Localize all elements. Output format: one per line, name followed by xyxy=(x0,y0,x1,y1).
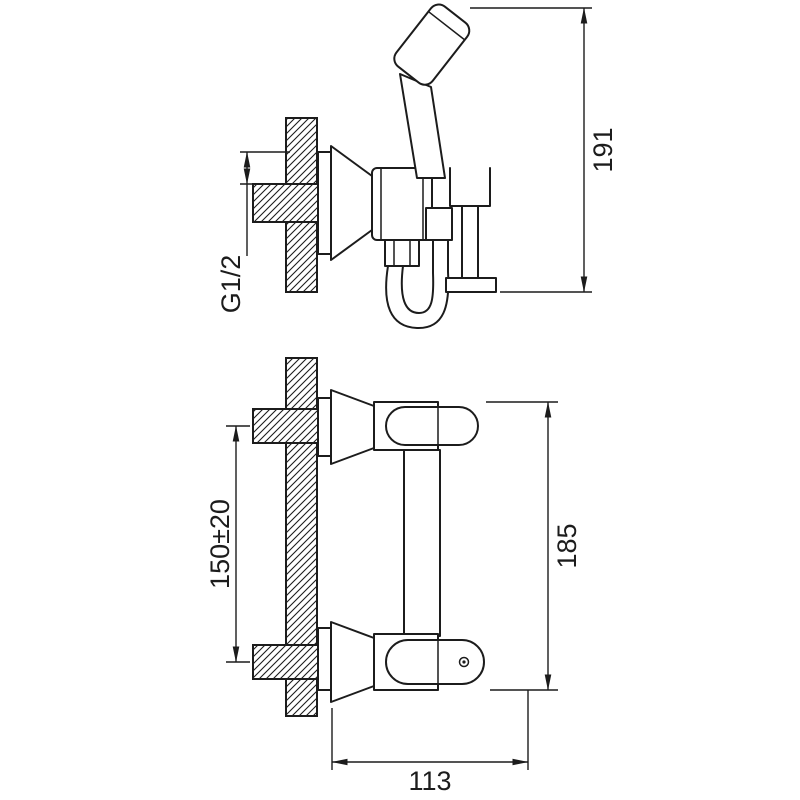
lower-handle xyxy=(385,639,485,685)
escutcheon-upper xyxy=(317,145,373,261)
holder-bracket xyxy=(445,167,497,293)
dim-label-mounting-distance: 150±20 xyxy=(205,499,235,589)
set-screw xyxy=(458,656,470,668)
dim-label-thread-size: G1/2 xyxy=(216,255,246,314)
dim-assembly-width: 113 xyxy=(331,690,529,796)
supply-pipe-bottom xyxy=(252,644,319,680)
sprayer xyxy=(393,3,471,179)
supply-pipe-top xyxy=(252,408,319,444)
front-view: 150±20 185 113 xyxy=(205,357,582,796)
dim-mounting-distance: 150±20 xyxy=(205,425,250,663)
dim-assembly-height: 185 xyxy=(486,401,582,691)
hose-nut xyxy=(384,239,420,267)
dim-overall-height: 191 xyxy=(470,7,618,293)
upper-handle xyxy=(385,406,479,446)
upper-valve-unit xyxy=(373,401,479,451)
hose-connector xyxy=(425,207,453,241)
dim-thread-size: G1/2 xyxy=(216,151,290,314)
dim-label-assembly-height: 185 xyxy=(552,523,582,568)
sprayer-handle xyxy=(399,73,446,179)
side-view: 191 G1/2 xyxy=(216,3,618,330)
dim-label-assembly-width: 113 xyxy=(408,766,451,796)
escutcheon-top xyxy=(317,389,375,465)
riser-pipe xyxy=(403,449,441,637)
hose-loop xyxy=(385,207,453,330)
supply-pipe-upper xyxy=(252,183,319,223)
dim-label-overall-height: 191 xyxy=(588,127,618,172)
lower-valve-unit xyxy=(373,633,485,691)
sprayer-head xyxy=(393,3,471,86)
holder-arm xyxy=(461,205,479,279)
escutcheon-bottom xyxy=(317,621,375,703)
holder-cup xyxy=(449,167,491,207)
holder-foot xyxy=(445,277,497,293)
